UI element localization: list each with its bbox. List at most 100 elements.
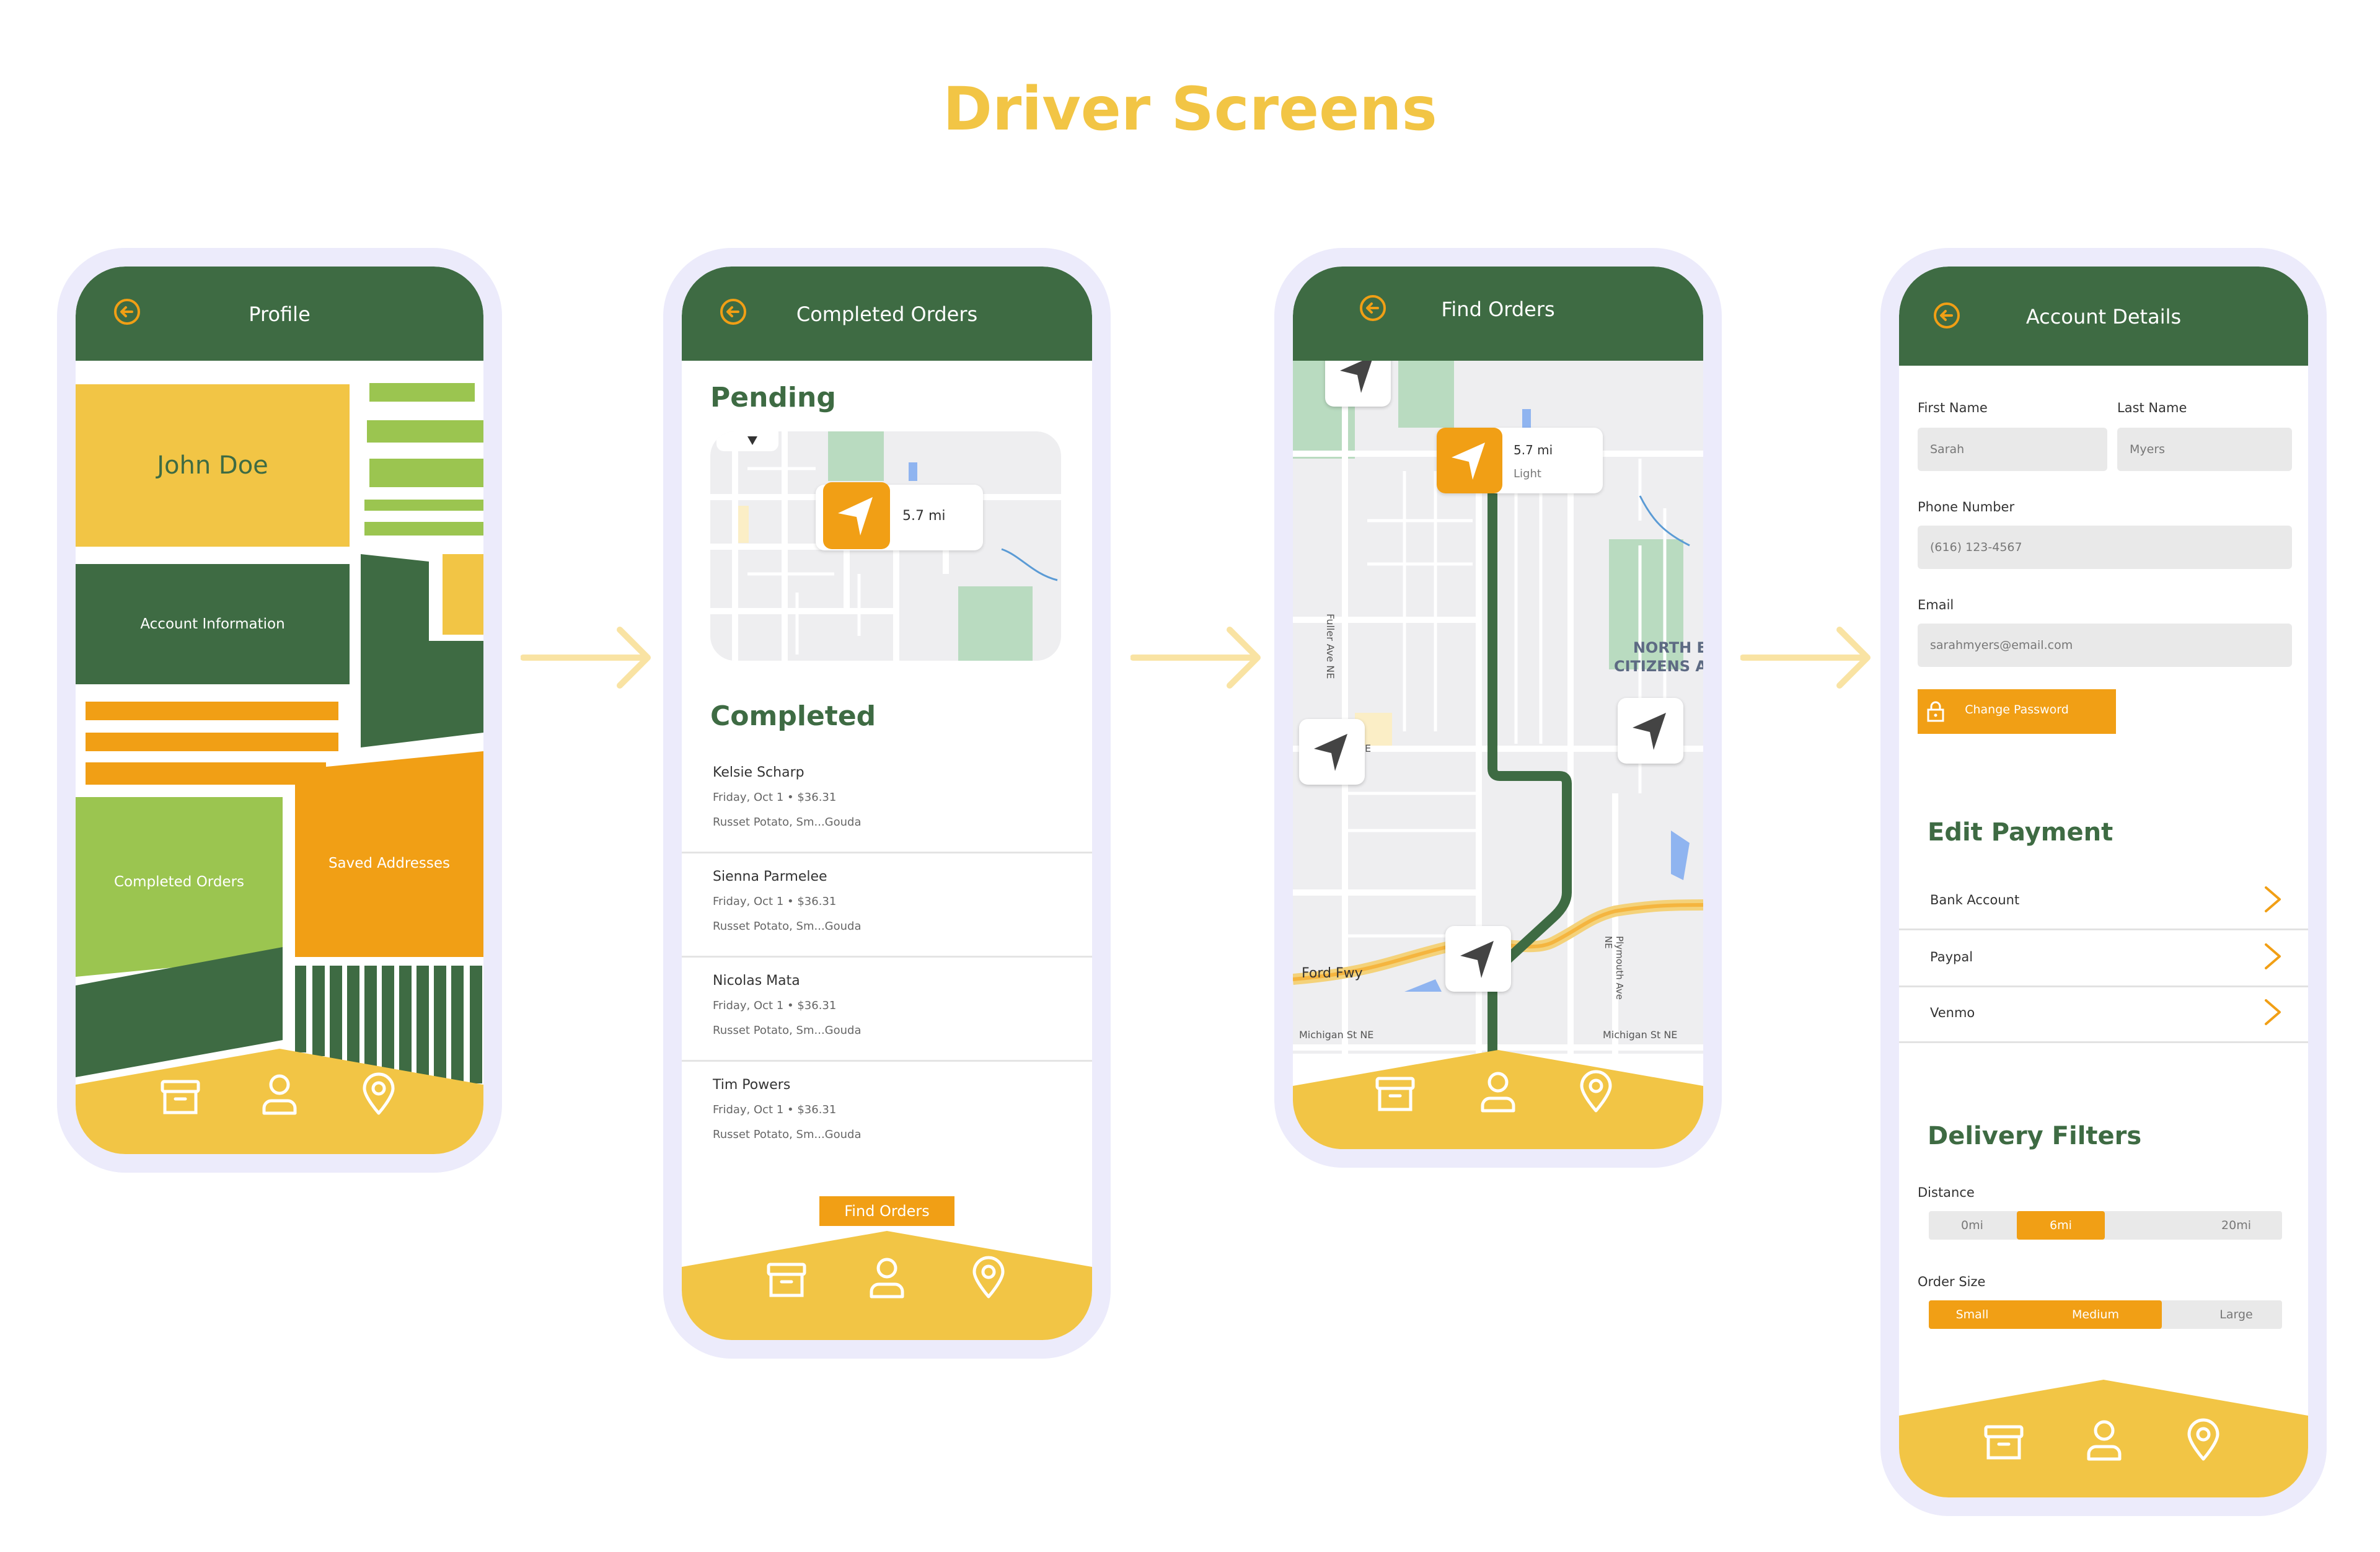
order-marker[interactable]	[823, 482, 890, 549]
customer-name: Tim Powers	[713, 1077, 791, 1093]
first-name-field[interactable]: Sarah	[1918, 428, 2107, 471]
completed-orders-screen: Completed Orders Pending 5.7 mi Complete…	[682, 267, 1092, 1340]
user-icon[interactable]	[258, 1072, 301, 1116]
distance-option-6mi-selected[interactable]: 6mi	[2017, 1211, 2105, 1240]
account-details-screen: Account Details First Name Last Name Sar…	[1899, 267, 2308, 1497]
map-pin-icon[interactable]	[2182, 1418, 2225, 1462]
saved-addresses-card[interactable]	[295, 751, 483, 957]
last-name-label: Last Name	[2117, 400, 2187, 415]
map-label-freeway: Ford Fwy	[1302, 966, 1363, 981]
map-label-michigan-right: Michigan St NE	[1603, 1029, 1678, 1041]
navigation-arrow-icon	[838, 497, 873, 536]
navigation-arrow-icon	[1452, 443, 1485, 480]
profile-phone-frame: Profile John Doe Account Information Com…	[57, 248, 502, 1173]
deco-bar	[364, 500, 483, 511]
payment-row-bank-account[interactable]: Bank Account	[1899, 873, 2308, 930]
order-items: Russet Potato, Sm...Gouda	[713, 816, 862, 829]
archive-box-icon[interactable]	[765, 1258, 808, 1302]
order-row[interactable]: Sienna Parmelee Friday, Oct 1 • $36.31 R…	[682, 854, 1092, 958]
map-pin-icon[interactable]	[1574, 1070, 1618, 1113]
archive-box-icon[interactable]	[1982, 1421, 2025, 1464]
phone-field[interactable]: (616) 123-4567	[1918, 526, 2292, 569]
find-orders-screen: Fuller Ave NE NORTH E CITIZENS A E Ford …	[1293, 267, 1703, 1149]
order-marker[interactable]	[1618, 698, 1683, 764]
distance-option-0mi[interactable]: 0mi	[1961, 1219, 1983, 1232]
profile-header-title: Profile	[249, 302, 311, 326]
back-arrow-circle-icon[interactable]	[719, 298, 747, 326]
map-distance: 5.7 mi	[902, 508, 946, 524]
phone-label: Phone Number	[1918, 500, 2015, 514]
card-distance: 5.7 mi	[1514, 443, 1553, 457]
navigation-arrow-icon	[1340, 356, 1373, 393]
map-dropdown-tab[interactable]	[716, 431, 778, 451]
account-information-card[interactable]	[76, 564, 350, 684]
deco-orange-bar	[86, 702, 338, 720]
flow-arrow-icon	[1130, 627, 1261, 689]
back-arrow-circle-icon[interactable]	[1359, 294, 1387, 322]
order-marker[interactable]	[1445, 926, 1511, 992]
profile-header	[76, 267, 483, 361]
find-orders-button[interactable]: Find Orders	[819, 1196, 954, 1226]
navigation-arrow-icon	[1314, 734, 1347, 771]
profile-screen: Profile John Doe Account Information Com…	[76, 267, 483, 1154]
deco-yellow-block	[443, 554, 483, 635]
payment-label: Venmo	[1930, 1005, 1975, 1020]
change-password-button[interactable]: Change Password	[1918, 689, 2116, 734]
name-card	[76, 384, 350, 547]
find-orders-header-title: Find Orders	[1441, 298, 1555, 321]
map-label-fuller: Fuller Ave NE	[1324, 614, 1336, 679]
order-date: Friday, Oct 1 • $36.31	[713, 895, 837, 908]
archive-box-icon[interactable]	[159, 1075, 202, 1119]
deco-bar	[367, 420, 483, 443]
order-row[interactable]: Tim Powers Friday, Oct 1 • $36.31 Russet…	[682, 1062, 1092, 1164]
size-option-medium[interactable]: Medium	[2072, 1308, 2119, 1321]
order-date: Friday, Oct 1 • $36.31	[713, 791, 837, 804]
payment-label: Bank Account	[1930, 893, 2020, 907]
distance-option-20mi[interactable]: 20mi	[2221, 1219, 2251, 1232]
selected-order-marker[interactable]	[1437, 428, 1502, 493]
pending-map[interactable]: 5.7 mi	[710, 431, 1061, 661]
orders-map[interactable]: Fuller Ave NE NORTH E CITIZENS A E Ford …	[1293, 341, 1703, 1054]
map-label-michigan-left: Michigan St NE	[1299, 1029, 1374, 1041]
last-name-field[interactable]: Myers	[2117, 428, 2292, 471]
completed-orders-card[interactable]	[76, 797, 283, 977]
customer-name: Kelsie Scharp	[713, 765, 804, 780]
payment-label: Paypal	[1930, 950, 1973, 964]
order-marker[interactable]	[1299, 719, 1365, 785]
order-items: Russet Potato, Sm...Gouda	[713, 1128, 862, 1141]
deco-green-shape	[361, 554, 483, 747]
card-order-size: Light	[1514, 467, 1541, 480]
find-orders-phone-frame: Fuller Ave NE NORTH E CITIZENS A E Ford …	[1274, 248, 1722, 1168]
back-arrow-circle-icon[interactable]	[1933, 301, 1961, 330]
page-title: Driver Screens	[943, 74, 1437, 144]
archive-box-icon[interactable]	[1373, 1072, 1417, 1116]
completed-orders-header	[682, 267, 1092, 361]
email-field[interactable]: sarahmyers@email.com	[1918, 624, 2292, 667]
order-date: Friday, Oct 1 • $36.31	[713, 1103, 837, 1116]
user-icon[interactable]	[2082, 1418, 2126, 1462]
order-row[interactable]: Kelsie Scharp Friday, Oct 1 • $36.31 Rus…	[682, 750, 1092, 853]
size-option-small[interactable]: Small	[1955, 1308, 1989, 1321]
chevron-right-icon	[2265, 999, 2281, 1025]
back-arrow-circle-icon[interactable]	[113, 298, 141, 326]
map-pin-icon[interactable]	[967, 1256, 1010, 1299]
map-pin-icon[interactable]	[357, 1072, 400, 1116]
chevron-right-icon	[2265, 943, 2281, 969]
deco-orange-bar	[86, 762, 326, 785]
size-option-large[interactable]: Large	[2219, 1308, 2253, 1321]
account-details-header-title: Account Details	[2025, 305, 2182, 328]
deco-green-shape	[76, 947, 283, 1077]
navigation-arrow-icon	[1460, 941, 1494, 978]
user-icon[interactable]	[1476, 1070, 1520, 1113]
completed-orders-phone-frame: Completed Orders Pending 5.7 mi Complete…	[663, 248, 1111, 1359]
distance-slider-track[interactable]	[1929, 1211, 2282, 1240]
email-label: Email	[1918, 597, 1954, 612]
map-roads	[1293, 359, 1703, 1054]
map-roads	[710, 431, 1061, 661]
payment-row-paypal[interactable]: Paypal	[1899, 930, 2308, 987]
user-icon[interactable]	[865, 1256, 909, 1299]
account-details-header	[1899, 267, 2308, 366]
profile-name: John Doe	[157, 451, 268, 480]
order-row[interactable]: Nicolas Mata Friday, Oct 1 • $36.31 Russ…	[682, 958, 1092, 1062]
payment-row-venmo[interactable]: Venmo	[1899, 985, 2308, 1043]
